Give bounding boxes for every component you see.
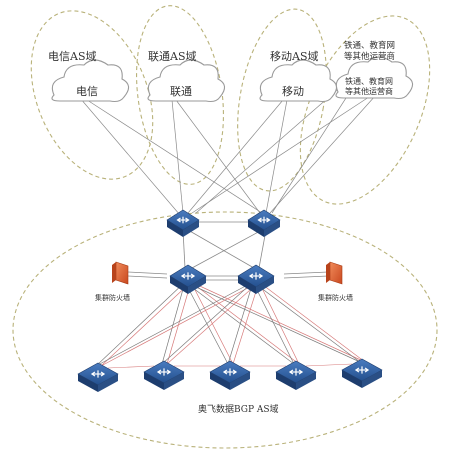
access-switch-4-side-left bbox=[276, 372, 296, 390]
mesh-link-red bbox=[190, 281, 234, 365]
access-switch-5 bbox=[341, 358, 383, 388]
edge-routers bbox=[166, 209, 281, 237]
mesh-link-red bbox=[232, 281, 260, 365]
mesh-link-red bbox=[166, 281, 192, 365]
access-switch-3-arrows-icon bbox=[222, 368, 238, 376]
access-mesh-links bbox=[95, 281, 366, 369]
firewall-icon bbox=[115, 261, 129, 285]
access-switch-1-side-left bbox=[78, 374, 98, 392]
access-switch-2-side-left bbox=[144, 372, 164, 390]
cloud-other bbox=[335, 56, 414, 100]
core-switch-2 bbox=[237, 264, 275, 294]
cloud-label-other: 铁通、教育网 等其他运营商 bbox=[345, 76, 396, 96]
core-switch-2-side-left bbox=[238, 276, 256, 294]
access-switch-4-side-right bbox=[296, 372, 316, 390]
firewall-links bbox=[127, 271, 329, 281]
router-1 bbox=[166, 209, 200, 237]
firewall-right bbox=[326, 261, 343, 285]
cloud-label-unicom: 联通 bbox=[170, 85, 192, 98]
mesh-link-red bbox=[258, 281, 366, 363]
cloud-label-mobile: 移动 bbox=[282, 85, 304, 98]
firewall-left bbox=[112, 261, 129, 285]
router-1-side-right bbox=[183, 220, 199, 237]
mesh-link-gray bbox=[252, 281, 361, 363]
access-switch-5-side-right bbox=[362, 370, 382, 388]
firewall-label-left: 集群防火墙 bbox=[95, 293, 130, 302]
router-2-side-left bbox=[248, 220, 264, 237]
mesh-link-red bbox=[100, 281, 260, 367]
access-switch-3-side-right bbox=[230, 372, 250, 390]
mesh-link-gray bbox=[161, 281, 254, 365]
access-switch-1-side-right bbox=[98, 374, 118, 392]
mesh-link-gray bbox=[184, 281, 295, 365]
domain-label-mobile: 移动AS域 bbox=[270, 50, 318, 63]
as-domain-outline-other bbox=[299, 15, 431, 205]
router-2 bbox=[247, 209, 281, 237]
core-switch-1-side-left bbox=[170, 276, 188, 294]
access-switch-5-arrows-icon bbox=[354, 366, 370, 374]
access-switch-2-side-right bbox=[164, 372, 184, 390]
mesh-link-red bbox=[190, 281, 366, 363]
firewall-icon-side bbox=[112, 262, 116, 283]
cloud-unicom bbox=[147, 59, 226, 103]
as-domain-outline-mobile bbox=[237, 8, 327, 192]
access-switch-1 bbox=[77, 362, 119, 392]
domain-label-telecom: 电信AS域 bbox=[48, 50, 96, 63]
firewall-label-right: 集群防火墙 bbox=[318, 293, 353, 302]
as-domain-outline-aofei bbox=[12, 211, 438, 449]
mesh-link-gray bbox=[227, 281, 254, 365]
access-interlink bbox=[107, 365, 155, 369]
access-switch-4 bbox=[275, 360, 317, 390]
access-switch-3 bbox=[209, 360, 251, 390]
core-switches bbox=[169, 264, 275, 294]
router-1-arrows-icon bbox=[176, 216, 190, 224]
router-1-side-left bbox=[167, 220, 183, 237]
mesh-link-red bbox=[100, 281, 192, 367]
cloud-mobile bbox=[259, 59, 338, 103]
mesh-link-red bbox=[166, 281, 260, 365]
access-switch-4-arrows-icon bbox=[288, 368, 304, 376]
mesh-link-gray bbox=[95, 281, 254, 367]
access-switch-5-side-left bbox=[342, 370, 362, 388]
core-switch-2-side-right bbox=[256, 276, 274, 294]
mesh-link-gray bbox=[95, 281, 186, 367]
mesh-link-red bbox=[190, 281, 300, 365]
core-switch-1-arrows-icon bbox=[180, 272, 196, 280]
core-switch-1-side-right bbox=[188, 276, 206, 294]
carrier-clouds bbox=[51, 56, 414, 103]
domain-label-unicom: 联通AS域 bbox=[148, 50, 196, 63]
cloud-label-other-line1: 铁通、教育网 bbox=[345, 76, 393, 86]
cloud-telecom bbox=[51, 59, 130, 103]
cloud-label-other-line2: 等其他运营商 bbox=[345, 86, 393, 96]
core-switch-1 bbox=[169, 264, 207, 294]
firewall-icon-side bbox=[326, 262, 330, 283]
access-switches bbox=[77, 358, 383, 392]
access-switch-2 bbox=[143, 360, 185, 390]
core-switch-2-arrows-icon bbox=[248, 272, 264, 280]
mesh-link-gray bbox=[252, 281, 295, 365]
access-switch-2-arrows-icon bbox=[156, 368, 172, 376]
domain-label-other-line1: 铁通、教育网 bbox=[344, 40, 395, 51]
mesh-link-red bbox=[258, 281, 300, 365]
cloud-label-telecom: 电信 bbox=[76, 85, 98, 98]
access-switch-3-side-left bbox=[210, 372, 230, 390]
mesh-link-gray bbox=[161, 281, 186, 365]
domain-label-other-line2: 等其他运营商 bbox=[344, 51, 395, 62]
as-domain-outline-telecom bbox=[30, 10, 154, 180]
mesh-link-gray bbox=[184, 281, 361, 363]
access-switch-1-arrows-icon bbox=[90, 370, 106, 378]
router-2-side-right bbox=[264, 220, 280, 237]
access-interlink bbox=[305, 363, 353, 367]
domain-label-other: 铁通、教育网 等其他运营商 bbox=[344, 40, 398, 62]
bottom-domain-label: 奥飞数据BGP AS域 bbox=[198, 403, 279, 415]
firewall-icon bbox=[329, 261, 343, 285]
router-2-arrows-icon bbox=[257, 216, 271, 224]
mesh-link-gray bbox=[184, 281, 229, 365]
